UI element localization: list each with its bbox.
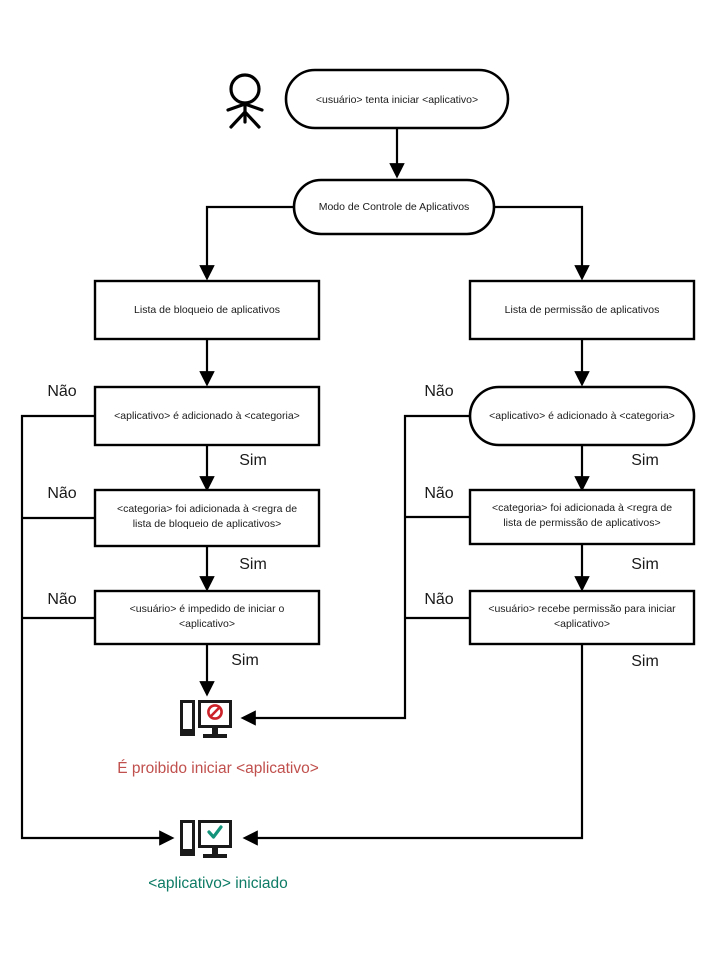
node-mode-label: Modo de Controle de Aplicativos [319,201,470,213]
branch-label-right-no-3: Não [424,591,453,608]
node-block-category-rule-line1: <categoria> foi adicionada à <regra de [117,503,297,515]
edge-allow-granted-to-allowed-icon [242,644,584,846]
edge-mode-to-allowlist [494,205,590,281]
denied-caption: É proibido iniciar <aplicativo> [117,760,319,777]
node-allow-user-granted[interactable]: <usuário> recebe permissão para iniciar … [468,589,696,646]
branch-label-left-yes-2: Sim [239,556,267,573]
branch-label-right-yes-1: Sim [631,452,659,469]
node-start-label: <usuário> tenta iniciar <aplicativo> [316,94,478,106]
node-allow-category-rule-line2: lista de permissão de aplicativos> [503,517,660,529]
node-block-app-in-category[interactable]: <aplicativo> é adicionado à <categoria> [93,385,321,447]
node-allow-app-in-category[interactable]: <aplicativo> é adicionado à <categoria> [468,385,696,447]
usuario-actor-icon [226,73,264,129]
node-block-user-denied-line2: <aplicativo> [179,618,235,630]
node-block-user-denied[interactable]: <usuário> é impedido de iniciar o <aplic… [93,589,321,646]
node-block-list[interactable]: Lista de bloqueio de aplicativos [93,279,321,341]
node-allow-user-granted-line2: <aplicativo> [554,618,610,630]
monitor-blocked-icon [180,700,232,738]
node-block-category-rule[interactable]: <categoria> foi adicionada à <regra de l… [93,488,321,548]
node-block-user-denied-line1: <usuário> é impedido de iniciar o [130,603,285,615]
monitor-allowed-icon [180,820,232,858]
edge-right-no-rail [240,414,470,726]
node-allow-category-rule[interactable]: <categoria> foi adicionada à <regra de l… [468,488,696,546]
node-block-category-rule-line2: lista de bloqueio de aplicativos> [133,518,282,530]
branch-label-left-no-3: Não [47,591,76,608]
branch-label-left-yes-3: Sim [231,652,259,669]
node-allow-list-label: Lista de permissão de aplicativos [505,304,660,316]
branch-label-left-no-1: Não [47,383,76,400]
branch-label-right-no-2: Não [424,485,453,502]
branch-label-right-no-1: Não [424,383,453,400]
node-start[interactable]: <usuário> tenta iniciar <aplicativo> [284,68,510,130]
node-allow-app-in-category-label: <aplicativo> é adicionado à <categoria> [489,410,675,422]
node-allow-category-rule-line1: <categoria> foi adicionada à <regra de [492,502,672,514]
branch-label-left-no-2: Não [47,485,76,502]
branch-label-right-yes-2: Sim [631,556,659,573]
node-block-app-in-category-label: <aplicativo> é adicionado à <categoria> [114,410,300,422]
node-allow-user-granted-line1: <usuário> recebe permissão para iniciar [488,603,676,615]
branch-label-right-yes-3: Sim [631,653,659,670]
node-allow-list[interactable]: Lista de permissão de aplicativos [468,279,696,341]
edge-left-no-rail [20,414,175,846]
node-mode[interactable]: Modo de Controle de Aplicativos [292,178,496,236]
edge-mode-to-blocklist [199,205,294,281]
allowed-caption: <aplicativo> iniciado [148,875,288,892]
node-block-list-label: Lista de bloqueio de aplicativos [134,304,280,316]
branch-label-left-yes-1: Sim [239,452,267,469]
